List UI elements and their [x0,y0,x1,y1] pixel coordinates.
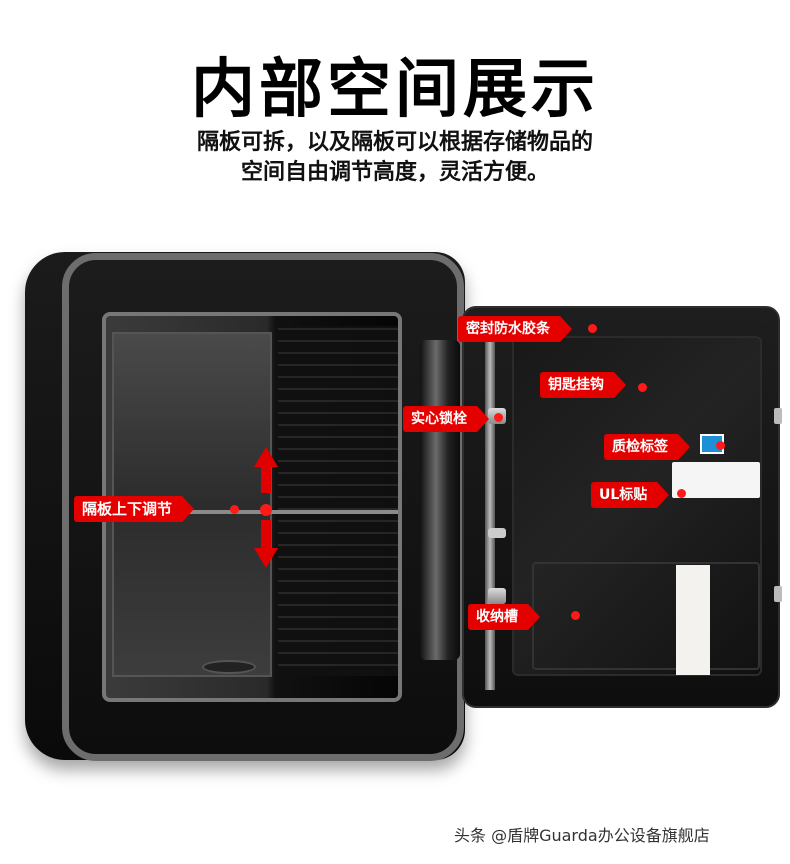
dot-key-hook [638,383,647,392]
door-hinge [420,340,460,660]
adjustable-shelf [106,510,398,514]
dot-shelf-adjust [230,505,239,514]
callout-storage-slot: 收纳槽 [468,604,540,630]
floor-fixture [202,660,256,674]
dot-ul-sticker [677,489,686,498]
dot-seal-strip [588,324,597,333]
subtitle-line-2: 空间自由调节高度，灵活方便。 [240,160,549,185]
bolt-bottom [488,588,506,604]
page-subtitle: 隔板可拆，以及隔板可以根据存储物品的 空间自由调节高度，灵活方便。 [0,128,790,188]
watermark: 头条 @盾牌Guarda办公设备旗舰店 [454,826,710,845]
arrow-down-stem [261,520,271,550]
page-headline: 内部空间展示 [191,53,599,127]
callout-ul-sticker: UL标贴 [591,482,670,508]
ul-certification-sticker [672,462,760,498]
arrow-down-icon [254,548,278,568]
bolt-middle [488,528,506,538]
slot-warning-sticker [676,565,710,675]
callout-solid-bolt: 实心锁栓 [403,406,489,432]
callout-shelf-adjust: 隔板上下调节 [74,496,195,522]
subtitle-line-1: 隔板可拆，以及隔板可以根据存储物品的 [196,130,593,155]
dot-qc-label [716,441,725,450]
dot-storage-slot [571,611,580,620]
arrow-up-stem [261,465,271,493]
callout-qc-label: 质检标签 [604,434,690,460]
interior-side-ribs [278,326,398,676]
door-knob-top [774,408,782,424]
arrow-up-icon [254,447,278,467]
safe-interior [102,312,402,702]
callout-key-hook: 钥匙挂钩 [540,372,626,398]
callout-seal-strip: 密封防水胶条 [458,316,572,342]
door-storage-slot [532,562,760,670]
dot-solid-bolt [494,413,503,422]
door-knob-bottom [774,586,782,602]
door-bolt-rail [485,330,495,690]
dot-shelf-center [260,504,272,516]
